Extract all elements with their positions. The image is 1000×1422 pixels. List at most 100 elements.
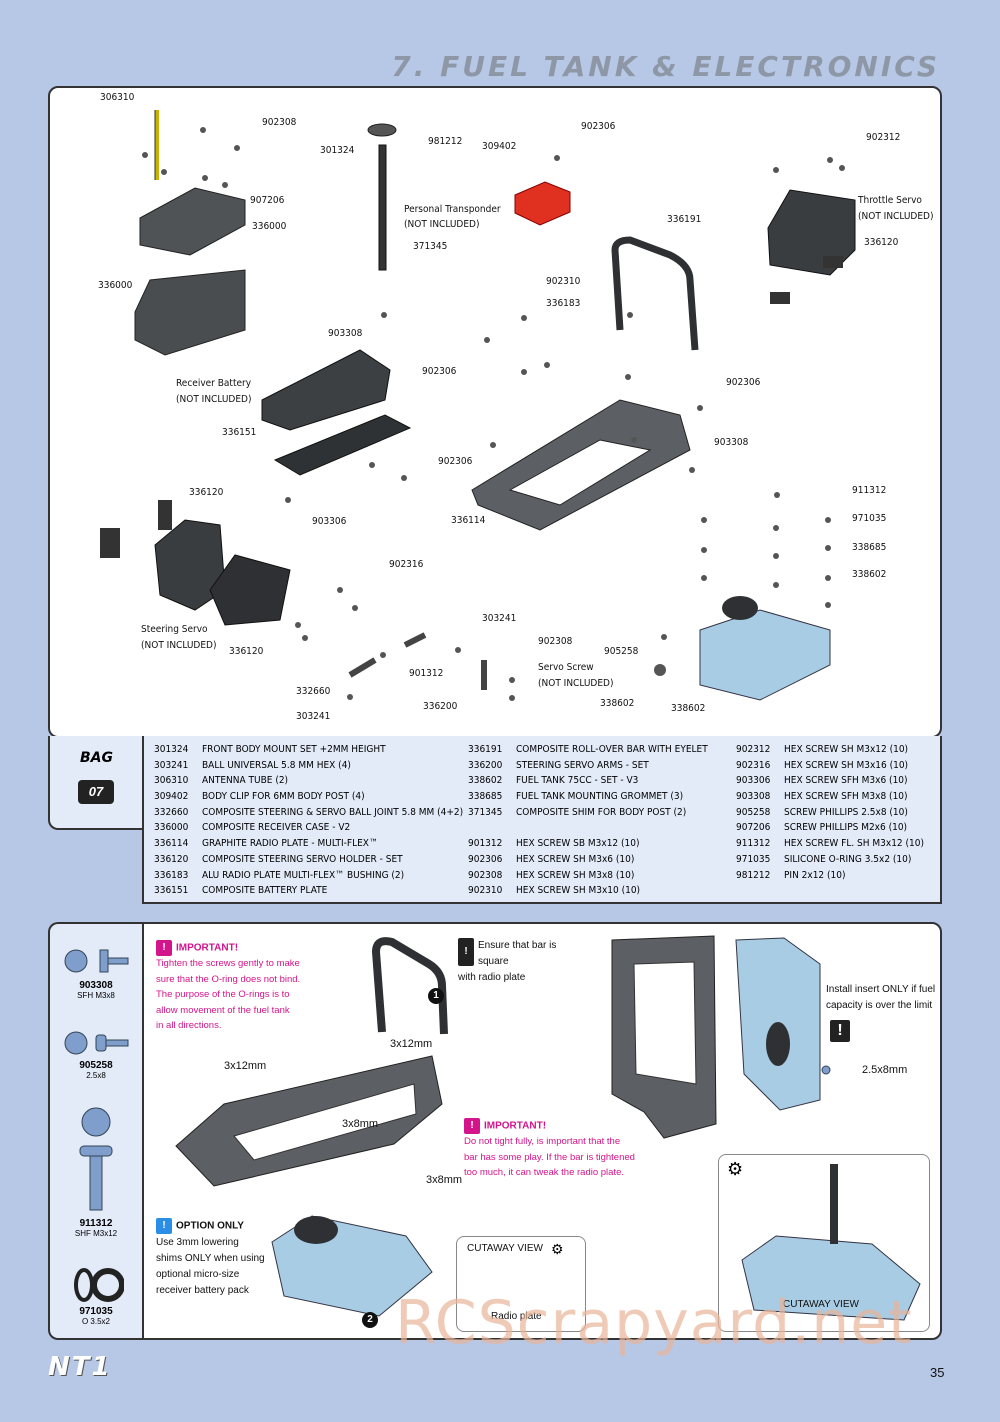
part-callout-label: 336000 — [252, 221, 287, 232]
part-callout-label: 336120 — [229, 646, 264, 657]
part-callout-label: 303241 — [482, 613, 517, 624]
part-callout-label: 902312 — [866, 132, 901, 143]
tank-insert-detail — [735, 937, 831, 1111]
part-callout-label: 336120 — [189, 487, 224, 498]
part-callout-label: 902306 — [581, 121, 616, 132]
dim-3x8-right: 3x8mm — [426, 1174, 463, 1186]
receiver-battery — [261, 349, 391, 431]
part-number: 336151 — [154, 885, 189, 897]
steering-arms — [348, 632, 487, 690]
part-description: HEX SCREW SB M3x12 (10) — [516, 838, 640, 850]
roll-over-bar-detail — [371, 937, 448, 1035]
part-callout-label: 901312 — [409, 668, 444, 679]
important-note-oring: !IMPORTANT! Tighten the screws gently to… — [156, 940, 301, 1032]
antenna-tube — [154, 110, 159, 180]
part-callout-label: 902308 — [538, 636, 573, 647]
part-number: 907206 — [736, 822, 771, 834]
insert-note: Install insert ONLY if fuel capacity is … — [826, 984, 936, 1011]
cutaway-title-2: CUTAWAY VIEW — [783, 1299, 859, 1310]
insert-warning-icon: ! — [830, 1020, 850, 1042]
part-number: 336000 — [154, 822, 189, 834]
option-note: !OPTION ONLY Use 3mm lowering shims ONLY… — [156, 1218, 265, 1296]
part-description: SCREW PHILLIPS M2x6 (10) — [784, 822, 908, 834]
cutaway-title-1: CUTAWAY VIEW — [467, 1243, 543, 1254]
part-description: FUEL TANK MOUNTING GROMMET (3) — [516, 791, 684, 803]
part-number: 309402 — [154, 791, 189, 803]
part-number: 905258 — [736, 806, 771, 818]
hardware-911312: 911312 SHF M3x12 — [74, 1218, 118, 1238]
receiver-case — [134, 187, 246, 356]
option-info-icon: ! — [156, 1218, 172, 1234]
parts-list-row: 336191 COMPOSITE ROLL-OVER BAR WITH EYELE… — [468, 742, 708, 758]
part-description: GRAPHITE RADIO PLATE - MULTI-FLEX™ — [202, 838, 378, 850]
part-number: 336191 — [468, 744, 503, 755]
part-callout-label: 336120 — [864, 237, 899, 248]
part-description: HEX SCREW SH M3x12 (10) — [784, 744, 909, 755]
part-callout-label: 903308 — [328, 328, 363, 339]
fuel-tank-detail — [271, 1215, 433, 1317]
bag-box: BAG 07 — [48, 736, 142, 830]
part-description: HEX SCREW FL. SH M3x12 (10) — [784, 838, 924, 850]
parts-list-row: 901312 HEX SCREW SB M3x12 (10) — [468, 836, 708, 852]
part-description: COMPOSITE BATTERY PLATE — [202, 885, 328, 897]
section-title: 7. FUEL TANK & ELECTRONICS — [391, 50, 940, 83]
part-callout-label: 902306 — [438, 456, 473, 467]
warning-icon: ! — [458, 938, 474, 966]
square-bar-note: ! Ensure that bar is square with radio p… — [458, 938, 557, 983]
part-callout-label: 336151 — [222, 427, 257, 438]
step-1-marker: 1 — [428, 988, 444, 1004]
part-number: 981212 — [736, 869, 771, 881]
part-callout-label: 338602 — [852, 569, 887, 580]
hardware-905258: 905258 2.5x8 — [79, 1060, 113, 1080]
part-description: PIN 2x12 (10) — [784, 869, 846, 881]
bag-number: 07 — [78, 780, 114, 804]
part-callout-label: 907206 — [250, 195, 285, 206]
important-icon: ! — [156, 940, 172, 956]
part-description: SILICONE O-RING 3.5x2 (10) — [784, 853, 912, 865]
part-callout-label: 902310 — [546, 276, 581, 287]
part-description: COMPOSITE STEERING & SERVO BALL JOINT 5.… — [202, 806, 464, 818]
part-description: COMPOSITE RECEIVER CASE - V2 — [202, 822, 351, 834]
part-callout-label: 905258 — [604, 646, 639, 657]
parts-list-row: 902308 HEX SCREW SH M3x8 (10) — [468, 868, 708, 884]
part-description: HEX SCREW SH M3x6 (10) — [516, 853, 635, 865]
roll-over-bar — [611, 236, 699, 351]
assembly-panel: !IMPORTANT! Tighten the screws gently to… — [142, 922, 942, 1340]
part-number: 336200 — [468, 759, 503, 771]
radio-plate-detail — [175, 1055, 443, 1187]
part-description: COMPOSITE ROLL-OVER BAR WITH EYELET — [516, 744, 708, 755]
steering-servo-holder — [100, 500, 291, 626]
part-number: 902308 — [468, 869, 503, 881]
part-callout-label: 303241 — [296, 711, 331, 722]
part-callout-label: (NOT INCLUDED) — [176, 394, 252, 405]
part-description: FUEL TANK 75CC - SET - V3 — [516, 775, 639, 787]
part-description: HEX SCREW SH M3x8 (10) — [516, 869, 635, 881]
part-number: 336120 — [154, 853, 189, 865]
part-number: 332660 — [154, 806, 189, 818]
screw-sfh-icon — [64, 949, 129, 973]
important-icon-2: ! — [464, 1118, 480, 1134]
part-callout-label: 371345 — [413, 241, 448, 252]
part-callout-label: 336191 — [667, 214, 702, 225]
part-number: 902306 — [468, 853, 503, 865]
part-callout-label: 338685 — [852, 542, 887, 553]
part-number: 901312 — [468, 838, 503, 850]
part-callout-label: 971035 — [852, 513, 887, 524]
part-number: 338602 — [468, 775, 503, 787]
part-callout-label: 981212 — [428, 136, 463, 147]
part-callout-label: (NOT INCLUDED) — [858, 211, 934, 222]
part-number: 902310 — [468, 885, 503, 897]
part-callout-label: 902306 — [422, 366, 457, 377]
